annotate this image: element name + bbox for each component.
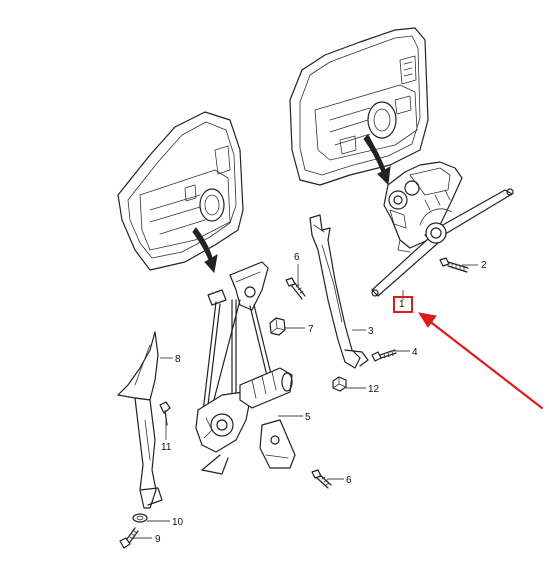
bolt-part-2 <box>439 257 469 273</box>
callout-3: 3 <box>368 326 374 337</box>
callout-11: 11 <box>161 442 172 453</box>
screw-part-9 <box>119 527 139 549</box>
glass-channel-part-8 <box>117 331 163 509</box>
callout-labels: 1 2 3 4 5 6 6 7 8 9 10 11 12 <box>155 252 487 545</box>
callout-4: 4 <box>412 347 418 358</box>
callout-9: 9 <box>155 534 161 545</box>
highlight-arrow <box>417 312 544 410</box>
bolt-part-6-lower <box>311 469 332 489</box>
callout-6-lower: 6 <box>346 475 352 486</box>
clip-part-7 <box>269 317 286 336</box>
callout-5: 5 <box>305 412 311 423</box>
nut-part-12 <box>332 376 347 392</box>
washer-part-10 <box>132 513 148 523</box>
callout-7: 7 <box>308 324 314 335</box>
rear-door-arrow <box>192 227 218 274</box>
clip-part-11 <box>159 401 171 426</box>
callout-6-upper: 6 <box>294 252 300 263</box>
front-door-illustration <box>289 27 429 186</box>
callout-8: 8 <box>175 354 181 365</box>
callout-2: 2 <box>481 260 487 271</box>
callout-1: 1 <box>399 299 405 310</box>
front-window-regulator-part-1 <box>371 161 514 297</box>
guide-rail-part-3 <box>309 214 369 369</box>
front-door-arrow <box>363 134 391 186</box>
screw-part-4 <box>371 349 397 362</box>
callout-10: 10 <box>172 517 184 528</box>
highlight-box-part-1 <box>393 296 413 313</box>
rear-window-regulator-part-5 <box>195 261 296 475</box>
bolt-part-6-upper <box>285 277 306 300</box>
callout-12: 12 <box>368 384 380 395</box>
rear-door-illustration <box>117 111 244 271</box>
leader-lines <box>132 264 478 539</box>
